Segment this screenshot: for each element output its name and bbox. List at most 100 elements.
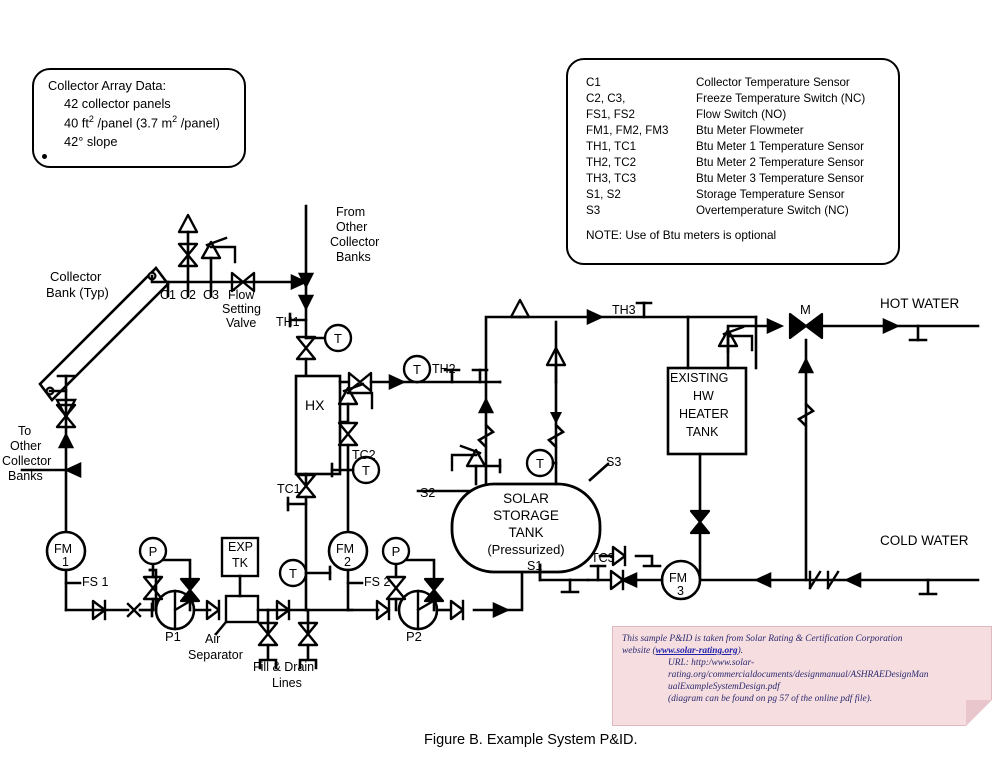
legend-tag-1: C2, C3,	[586, 92, 626, 105]
label-collector-bank-line2: Bank (Typ)	[46, 285, 109, 300]
label-fm3-top: FM	[669, 571, 688, 585]
label-s2: S2	[420, 486, 436, 500]
label-fm2-bottom: 2	[344, 555, 351, 569]
note-fold-corner	[966, 700, 992, 726]
label-from-other-3: Collector	[330, 235, 380, 249]
label-p1: P1	[165, 629, 181, 644]
legend-tag-6: TH3, TC3	[586, 172, 637, 185]
source-note-line2-post: ).	[737, 646, 744, 657]
source-note-url-3: ualExampleSystemDesign.pdf	[668, 682, 780, 693]
label-heater-4: TANK	[686, 425, 719, 439]
legend-note: NOTE: Use of Btu meters is optional	[586, 228, 777, 242]
source-note-text: This sample P&ID is taken from Solar Rat…	[622, 633, 980, 705]
label-c2: C2	[180, 288, 196, 302]
svg-text:T: T	[362, 463, 370, 478]
legend-desc-5: Btu Meter 2 Temperature Sensor	[696, 156, 864, 169]
source-note-url-2: rating.org/commercialdocuments/designman…	[668, 670, 929, 681]
svg-text:T: T	[413, 362, 421, 377]
label-hot-water: HOT WATER	[880, 296, 960, 311]
label-th1: TH1	[276, 315, 300, 329]
label-from-other-1: From	[336, 205, 366, 219]
svg-text:TANK: TANK	[508, 525, 543, 540]
collector-array-data-box: Collector Array Data: 42 collector panel…	[32, 68, 246, 168]
array-box-dot	[42, 154, 47, 159]
svg-text:T: T	[289, 566, 297, 581]
label-tc1: TC1	[277, 482, 301, 496]
panel-area-post: /panel)	[177, 115, 220, 131]
legend-desc-2: Flow Switch (NO)	[696, 108, 787, 121]
collector-array-title: Collector Array Data:	[48, 78, 167, 93]
label-c3: C3	[203, 288, 219, 302]
label-fill-drain-1: Fill & Drain	[253, 660, 315, 674]
svg-text:STORAGE: STORAGE	[493, 508, 559, 523]
collector-array-line-1: 42 collector panels	[64, 96, 171, 111]
panel-area-exp-ft: 2	[88, 114, 94, 124]
label-to-other-3: Collector	[2, 454, 52, 468]
source-note-url-4: (diagram can be found on pg 57 of the on…	[668, 694, 873, 705]
label-heater-3: HEATER	[679, 407, 729, 421]
source-note: This sample P&ID is taken from Solar Rat…	[612, 626, 992, 726]
legend-tag-8: S3	[586, 204, 601, 217]
label-flow-setting-valve-2: Setting	[222, 302, 261, 316]
label-heater-1: EXISTING	[670, 371, 729, 385]
label-fm3-bottom: 3	[677, 584, 684, 598]
label-cold-water: COLD WATER	[880, 533, 969, 548]
label-heater-2: HW	[693, 389, 714, 403]
label-fs2: FS 2	[364, 575, 391, 589]
legend-desc-6: Btu Meter 3 Temperature Sensor	[696, 172, 864, 185]
svg-text:SOLAR: SOLAR	[503, 491, 549, 506]
source-note-line1: This sample P&ID is taken from Solar Rat…	[622, 634, 903, 644]
label-tc2: TC2	[352, 448, 376, 462]
legend-tag-0: C1	[586, 76, 601, 89]
label-tc3: TC3	[591, 551, 615, 565]
label-to-other-1: To	[18, 424, 32, 438]
label-exp-tk-2: TK	[232, 556, 248, 570]
panel-area-pre: 40 ft	[64, 115, 89, 131]
legend-tag-4: TH1, TC1	[586, 140, 637, 153]
legend-desc-1: Freeze Temperature Switch (NC)	[696, 92, 866, 105]
label-exp-tk-1: EXP	[228, 540, 254, 554]
label-from-other-4: Banks	[336, 250, 371, 264]
label-collector-bank-line1: Collector	[50, 269, 102, 284]
label-fm2-top: FM	[336, 542, 355, 556]
panel-area-mid: /panel (3.7 m	[93, 115, 173, 131]
label-fill-drain-2: Lines	[272, 676, 302, 690]
label-th2: TH2	[432, 362, 456, 376]
legend-desc-8: Overtemperature Switch (NC)	[696, 204, 849, 217]
label-s1: S1	[527, 559, 543, 573]
label-fm1-top: FM	[54, 542, 73, 556]
label-p2: P2	[406, 629, 422, 644]
source-note-link[interactable]: www.solar-rating.org	[655, 646, 738, 657]
legend-desc-4: Btu Meter 1 Temperature Sensor	[696, 140, 864, 153]
svg-text:(Pressurized): (Pressurized)	[487, 542, 564, 557]
collector-array-line-2: 40 ft2 /panel (3.7 m2 /panel)	[64, 114, 220, 130]
legend-desc-0: Collector Temperature Sensor	[696, 76, 850, 89]
source-note-url-1: URL: http:/www.solar-	[668, 658, 755, 669]
svg-text:T: T	[536, 456, 544, 471]
legend-tag-2: FS1, FS2	[586, 108, 635, 121]
label-th3: TH3	[612, 303, 636, 317]
source-note-line2-pre: website (	[622, 646, 656, 657]
legend-tag-5: TH2, TC2	[586, 156, 637, 169]
label-c1: C1	[160, 288, 176, 302]
panel-area-exp-m: 2	[172, 114, 178, 124]
figure-caption: Figure B. Example System P&ID.	[424, 732, 638, 748]
svg-text:P: P	[149, 544, 158, 559]
legend-tag-3: FM1, FM2, FM3	[586, 124, 669, 137]
svg-text:T: T	[334, 331, 342, 346]
svg-text:P: P	[392, 544, 401, 559]
label-air-separator-2: Separator	[188, 648, 243, 662]
label-to-other-2: Other	[10, 439, 42, 453]
label-s3: S3	[606, 455, 622, 469]
label-from-other-2: Other	[336, 220, 368, 234]
legend-desc-7: Storage Temperature Sensor	[696, 188, 845, 201]
label-hx: HX	[305, 397, 325, 413]
legend-tag-7: S1, S2	[586, 188, 621, 201]
legend-desc-3: Btu Meter Flowmeter	[696, 124, 804, 137]
label-fs1: FS 1	[82, 575, 109, 589]
collector-array-line-3: 42° slope	[64, 134, 118, 149]
label-to-other-4: Banks	[8, 469, 43, 483]
